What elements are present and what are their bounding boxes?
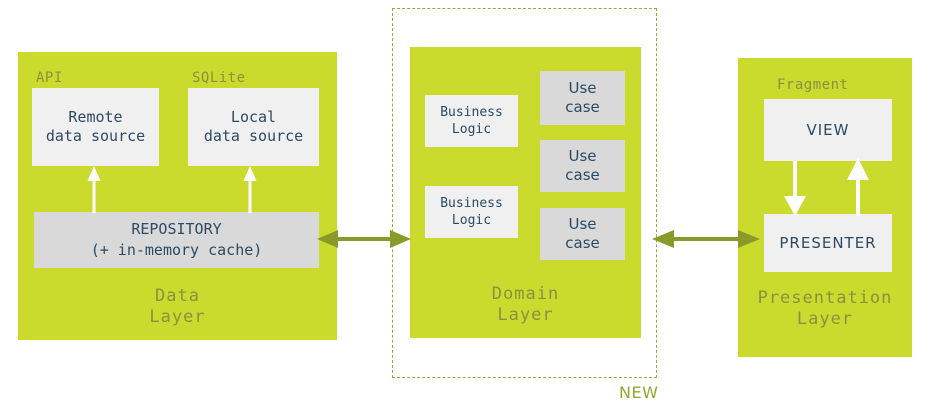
data-layer-title: Data Layer xyxy=(149,286,206,327)
business-logic-box-1[interactable]: Business Logic xyxy=(425,95,518,147)
presenter-box[interactable]: PRESENTER xyxy=(764,214,892,272)
presentation-layer-title: Presentation Layer xyxy=(757,288,893,329)
local-data-source-box[interactable]: Local data source xyxy=(188,88,319,166)
business-logic-box-2[interactable]: Business Logic xyxy=(425,186,518,238)
use-case-box-1[interactable]: Use case xyxy=(540,71,625,125)
repository-box[interactable]: REPOSITORY (+ in-memory cache) xyxy=(34,212,319,268)
remote-data-source-box[interactable]: Remote data source xyxy=(32,88,159,166)
view-box[interactable]: VIEW xyxy=(764,99,892,161)
domain-layer-title: Domain Layer xyxy=(491,284,560,325)
use-case-box-3[interactable]: Use case xyxy=(540,208,625,260)
domain-layer-new-outline xyxy=(392,8,657,378)
api-label: API xyxy=(36,70,63,86)
fragment-label: Fragment xyxy=(777,77,849,93)
sqlite-label: SQLite xyxy=(192,70,246,86)
new-tag-label: NEW xyxy=(619,383,659,402)
use-case-box-2[interactable]: Use case xyxy=(540,140,625,192)
